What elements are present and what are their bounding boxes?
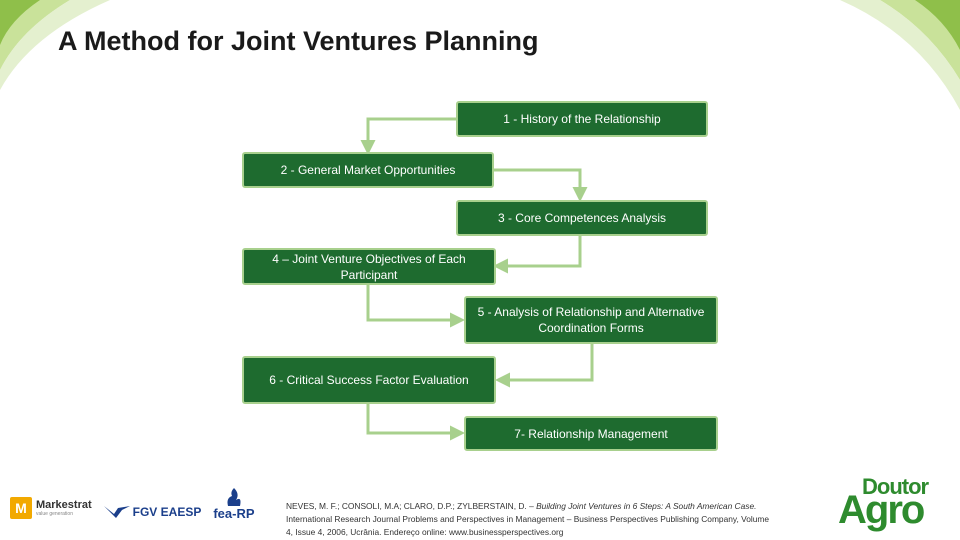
- step-5-box: 5 - Analysis of Relationship and Alterna…: [464, 296, 718, 344]
- step-4-label: 4 – Joint Venture Objectives of Each Par…: [272, 251, 466, 282]
- markestrat-logo: M Markestrat value generation: [10, 496, 92, 519]
- step-7-label: 7- Relationship Management: [514, 426, 668, 441]
- doutor-agro-bottom: Agro: [838, 488, 925, 532]
- fgv-logo: FGV EAESP: [103, 504, 202, 519]
- step-2-label: 2 - General Market Opportunities: [280, 163, 456, 177]
- doutor-agro-logo: Doutor Agro: [838, 474, 950, 534]
- step-3-box: 3 - Core Competences Analysis: [456, 200, 708, 236]
- citation-authors: NEVES, M. F.; CONSOLI, M.A; CLARO, D.P.;…: [286, 501, 534, 511]
- step-3-label: 3 - Core Competences Analysis: [497, 211, 667, 225]
- corner-decoration-left: [0, 0, 110, 90]
- step-7-box: 7- Relationship Management: [464, 416, 718, 451]
- fgv-name: FGV EAESP: [132, 504, 202, 519]
- citation-details: International Research Journal Problems …: [286, 514, 770, 537]
- citation-title: Building Joint Ventures in 6 Steps: A So…: [536, 501, 757, 511]
- corner-decoration-right: [840, 0, 960, 110]
- step-4-box: 4 – Joint Venture Objectives of Each Par…: [242, 248, 496, 285]
- step-1-label: 1 - History of the Relationship: [503, 112, 661, 126]
- connector-4-5: [366, 284, 465, 328]
- connector-5-6: [495, 344, 594, 388]
- step-5-label: 5 - Analysis of Relationship and Alterna…: [477, 305, 705, 335]
- doutor-agro-top: Doutor: [862, 474, 929, 499]
- connector-1-2: [360, 117, 456, 155]
- step-1-box: 1 - History of the Relationship: [456, 101, 708, 137]
- markestrat-name: Markestrat: [36, 498, 92, 511]
- step-6-label: 6 - Critical Success Factor Evaluation: [269, 373, 469, 387]
- fearp-flame-icon: [227, 488, 241, 506]
- connector-3-4: [493, 236, 582, 274]
- fearp-logo: fea-RP: [213, 488, 255, 521]
- page-title: A Method for Joint Ventures Planning: [58, 26, 539, 56]
- partner-logos: M Markestrat value generation FGV EAESP …: [10, 488, 255, 521]
- markestrat-mark: M: [10, 496, 32, 519]
- citation-reference: NEVES, M. F.; CONSOLI, M.A; CLARO, D.P.;…: [286, 500, 776, 539]
- markestrat-tagline: value generation: [36, 510, 73, 517]
- step-6-box: 6 - Critical Success Factor Evaluation: [242, 356, 496, 404]
- connector-2-3: [494, 168, 588, 202]
- step-2-box: 2 - General Market Opportunities: [242, 152, 494, 188]
- fearp-name: fea-RP: [213, 506, 255, 521]
- connector-6-7: [366, 404, 465, 441]
- fgv-mark-icon: [103, 505, 130, 518]
